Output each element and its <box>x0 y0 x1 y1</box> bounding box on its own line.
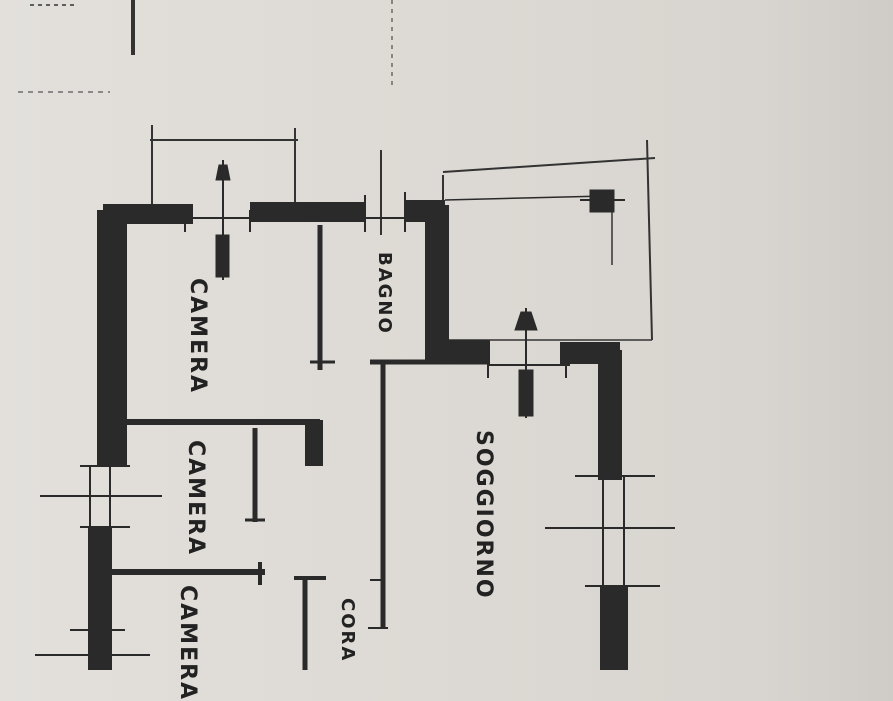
room-label-camera-3: CAMERA <box>175 585 200 701</box>
room-label-bagno: BAGNO <box>374 252 395 335</box>
room-label-soggiorno: SOGGIORNO <box>471 430 496 600</box>
light-fixture-icons <box>215 160 625 418</box>
walls <box>88 200 628 670</box>
partitions <box>105 225 490 670</box>
room-label-camera-2: CAMERA <box>183 440 208 557</box>
room-label-cora: CORA <box>337 598 358 663</box>
top-remnants <box>18 0 393 93</box>
window-marks <box>35 192 675 656</box>
room-label-camera-1: CAMERA <box>185 278 210 395</box>
floor-plan <box>18 0 675 670</box>
dimension-lines <box>150 125 656 341</box>
